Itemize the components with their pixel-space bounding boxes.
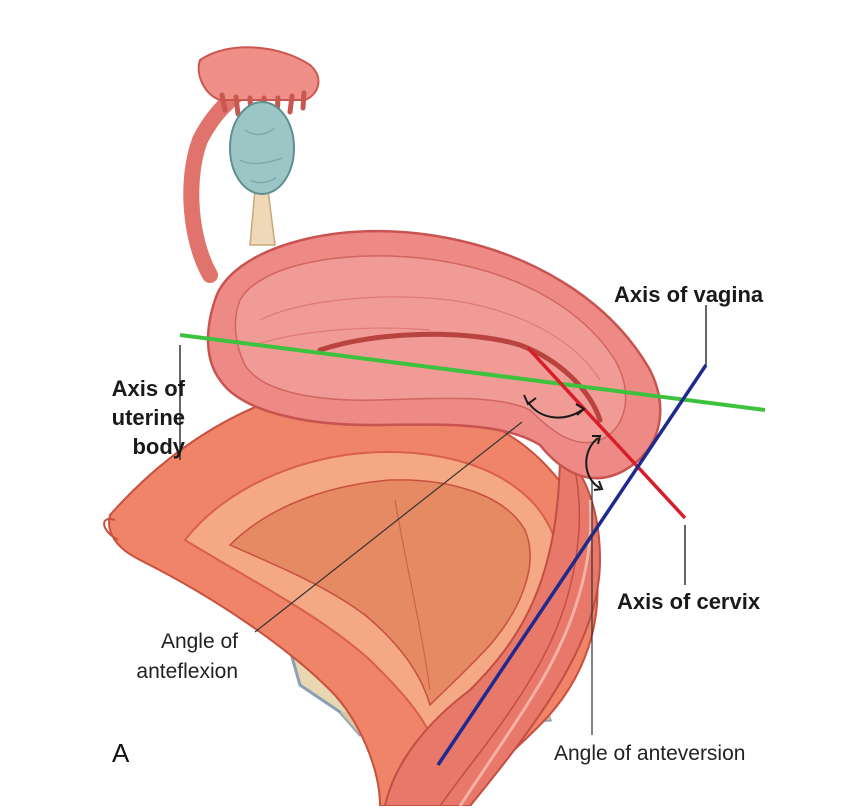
label-angle-of-anteflexion-line2: anteflexion: [136, 660, 238, 683]
label-axis-of-uterine-body-line3: body: [132, 434, 185, 459]
leader-angle-anteflexion: [254, 421, 523, 633]
axis-cervix-line: [526, 346, 687, 520]
label-axis-of-vagina: Axis of vagina: [614, 282, 764, 307]
left-crop-mask: [0, 360, 98, 470]
anteversion-angle-arrow: [585, 435, 604, 491]
anteflexion-angle-arrow: [523, 394, 586, 419]
label-axis-of-cervix: Axis of cervix: [617, 589, 761, 614]
label-angle-of-anteflexion-line1: Angle of: [161, 630, 238, 653]
label-axis-of-uterine-body-line2: uterine: [112, 405, 185, 430]
label-angle-of-anteversion: Angle of anteversion: [554, 742, 745, 765]
label-axis-of-uterine-body-line1: Axis of: [112, 376, 186, 401]
axis-uterine-body-line: [179, 333, 766, 412]
ovarian-ligament: [249, 189, 276, 246]
panel-letter: A: [112, 738, 130, 768]
axis-vagina-line: [436, 364, 708, 766]
ovary: [229, 101, 295, 195]
